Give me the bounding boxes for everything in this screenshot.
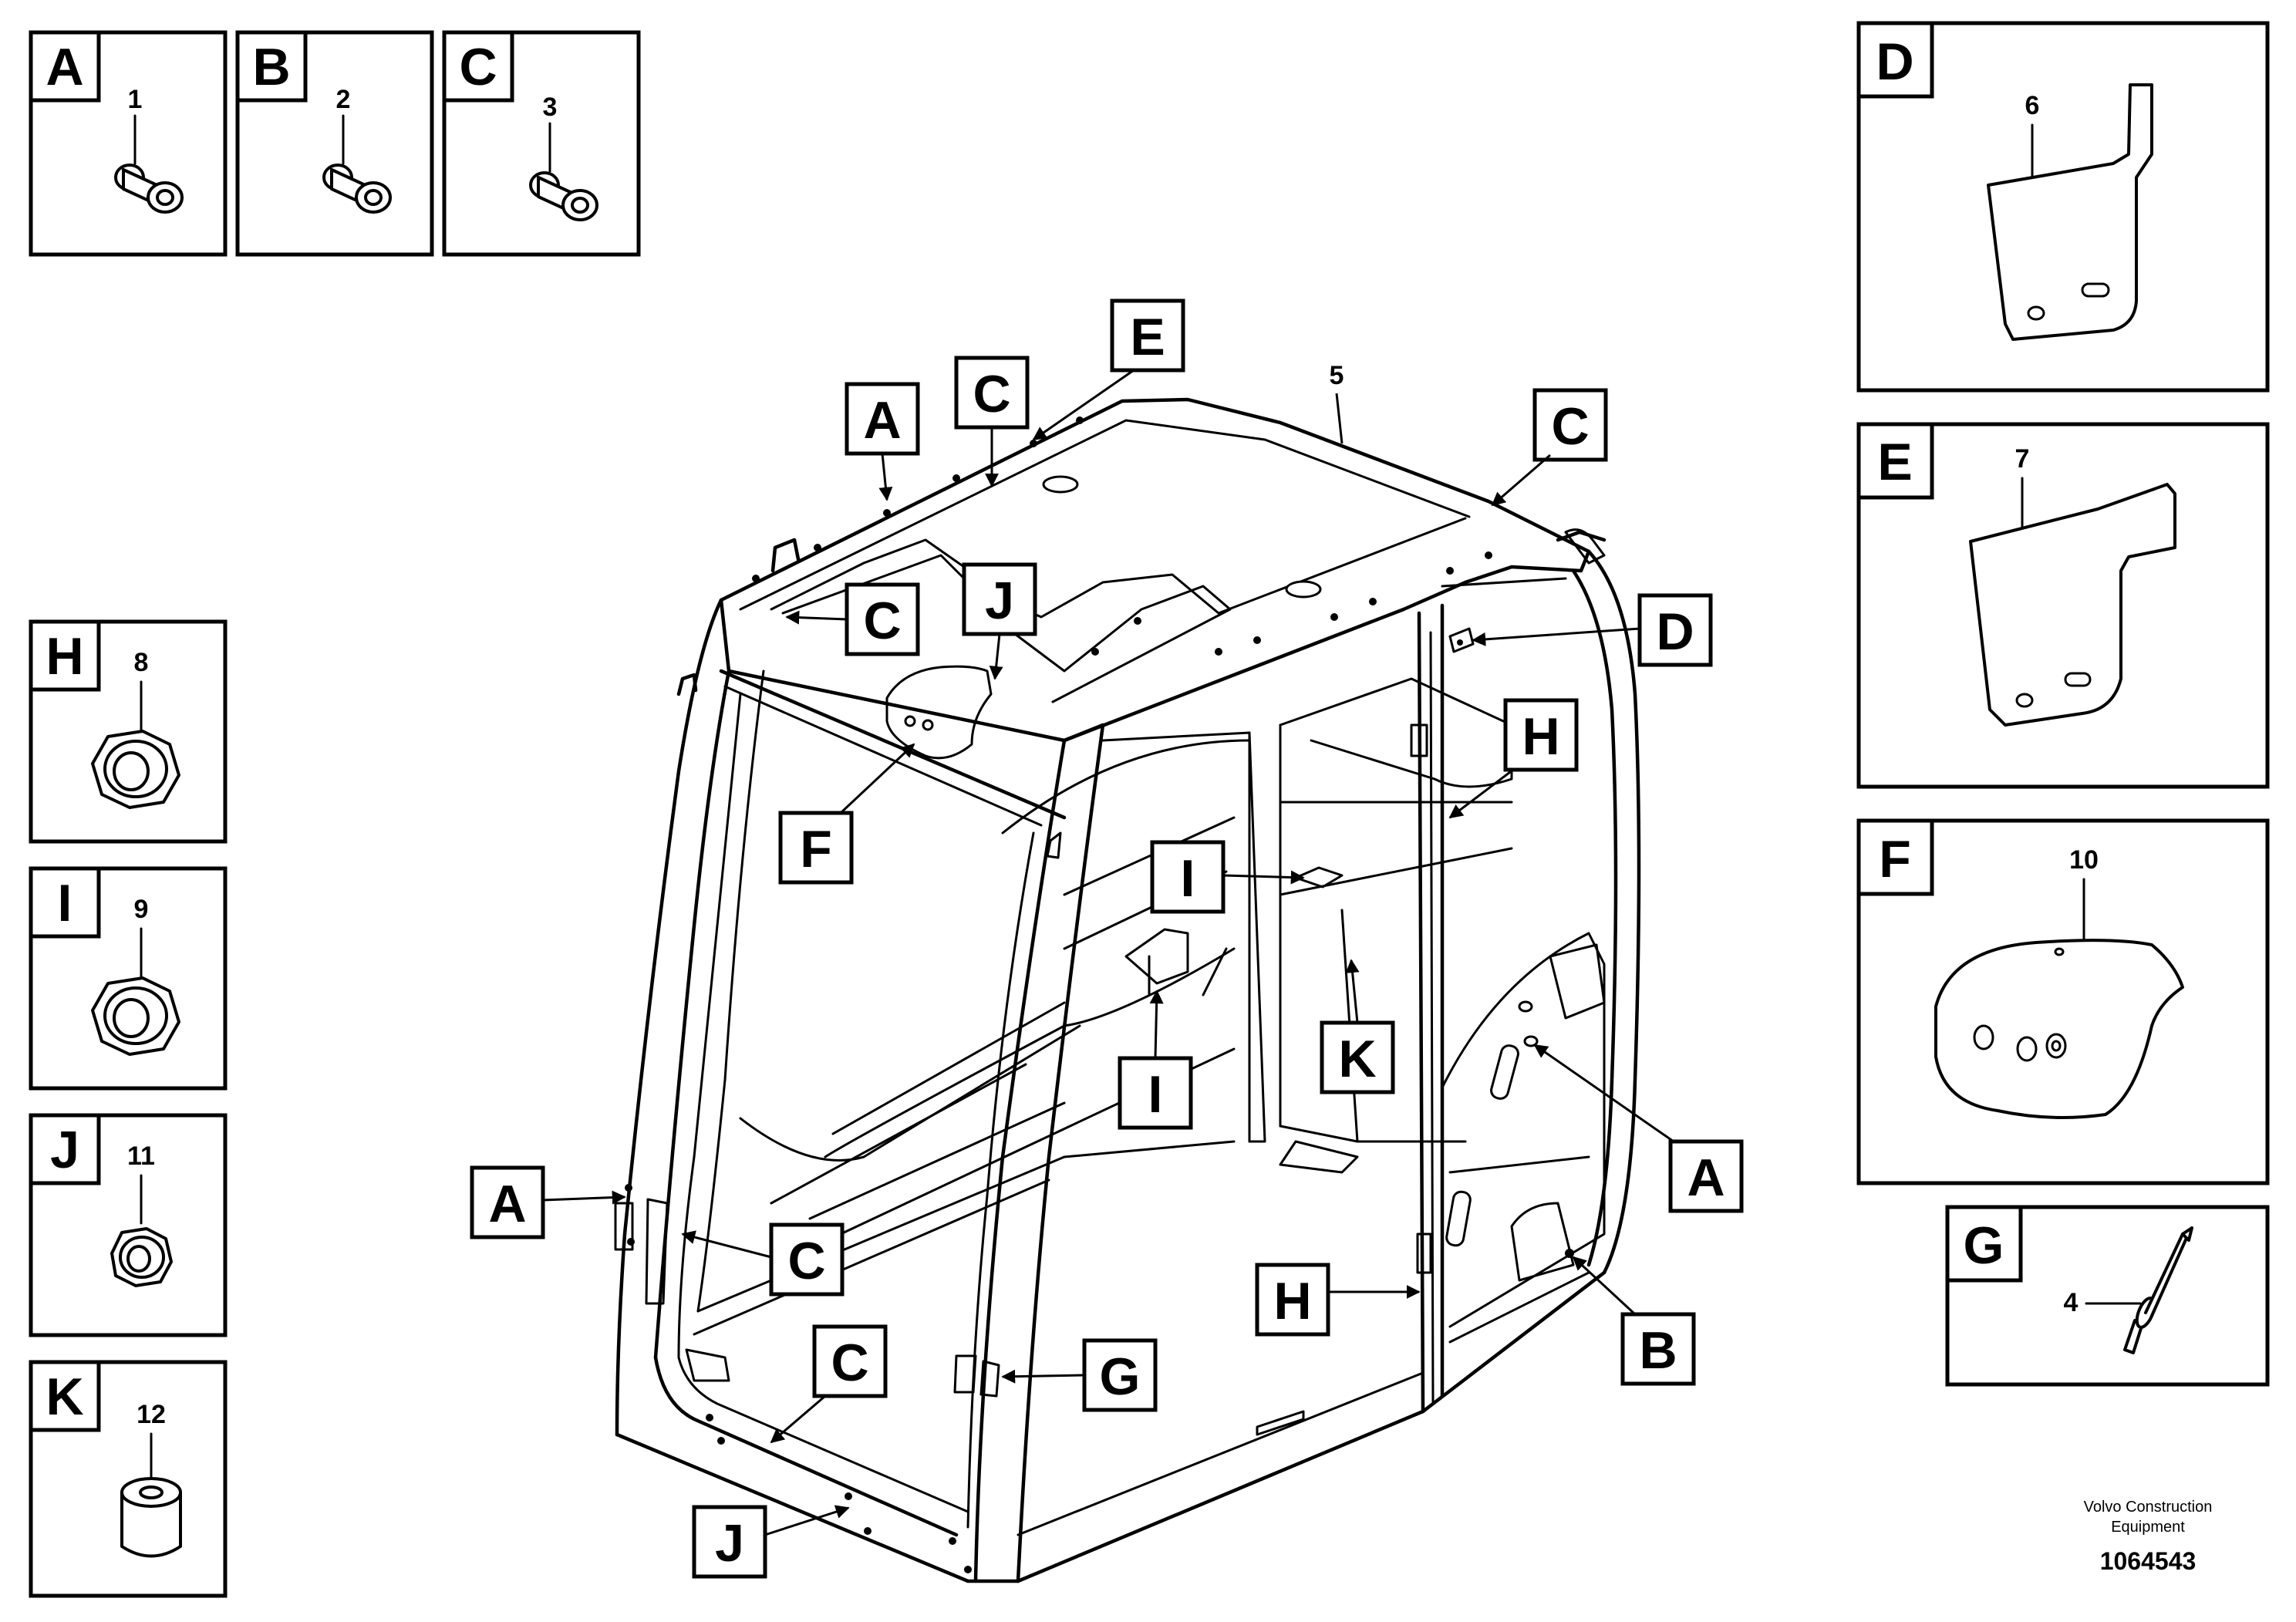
callout-j-sill: J (692, 1505, 850, 1579)
detail-letter: B (252, 38, 290, 96)
callout-h-upper: H (1448, 698, 1579, 819)
svg-text:H: H (1273, 1272, 1311, 1330)
callout-c-door: C (681, 1222, 845, 1297)
callout-d-rear: D (1472, 593, 1713, 667)
part-number: 4 (2064, 1288, 2079, 1317)
company-name-line2: Equipment (2111, 1519, 2185, 1536)
detail-letter: G (1964, 1216, 2004, 1275)
main-part-number: 5 (1330, 361, 1344, 390)
detail-box-g: G 4 (1945, 1205, 2270, 1387)
part-number: 8 (134, 648, 149, 677)
drawing-number: 1064543 (2100, 1547, 2197, 1575)
svg-text:E: E (1130, 308, 1165, 366)
detail-letter: A (46, 38, 83, 96)
angle-bracket-icon (1969, 483, 2176, 727)
callout-f-front: F (778, 743, 915, 885)
svg-text:I: I (1181, 849, 1195, 908)
svg-text:C: C (973, 365, 1010, 423)
svg-text:C: C (863, 592, 901, 650)
svg-text:C: C (1551, 397, 1589, 456)
svg-text:F: F (800, 820, 832, 878)
detail-box-d: D 6 (1856, 21, 2270, 393)
svg-text:A: A (488, 1175, 526, 1233)
svg-text:K: K (1338, 1030, 1376, 1088)
roof-fastener-dots (752, 416, 1492, 656)
svg-text:A: A (863, 391, 901, 450)
part-number: 2 (336, 85, 351, 114)
callout-c-header: C (785, 582, 920, 656)
cover-cap-icon (1934, 939, 2184, 1119)
callout-i-lower: I (1118, 990, 1193, 1130)
detail-box-e: E 7 (1856, 422, 2270, 789)
detail-box-j: J 11 (29, 1113, 228, 1337)
svg-text:J: J (985, 572, 1014, 630)
callout-a-roof: A (845, 382, 920, 501)
detail-letter: F (1879, 830, 1911, 889)
callout-e-roof: E (1032, 298, 1185, 441)
callout-c-roof: C (954, 356, 1030, 487)
part-number: 7 (2015, 444, 2030, 474)
callout-a-right: A (1533, 1044, 1744, 1213)
svg-text:C: C (831, 1334, 868, 1392)
svg-text:H: H (1522, 707, 1559, 766)
part-number: 9 (134, 895, 149, 924)
detail-letter: J (50, 1121, 79, 1179)
svg-text:G: G (1100, 1347, 1141, 1406)
cab-frame-drawing (614, 397, 1641, 1583)
detail-box-a: A 1 (29, 30, 228, 257)
callout-i-upper: I (1150, 840, 1305, 914)
detail-box-i: I 9 (29, 866, 228, 1091)
detail-box-c: C 3 (442, 30, 641, 257)
part-number: 3 (543, 93, 558, 122)
blind-rivet-icon (2123, 1226, 2193, 1354)
publisher-footer: Volvo Construction Equipment 1064543 (2084, 1499, 2213, 1575)
svg-text:I: I (1148, 1065, 1163, 1124)
detail-letter: H (46, 627, 83, 686)
detail-box-k: K 12 (29, 1360, 228, 1598)
blind-rivet-nut-icon (529, 171, 598, 221)
detail-box-f: F 10 (1856, 818, 2270, 1185)
company-name-line1: Volvo Construction (2084, 1499, 2213, 1516)
detail-letter: K (46, 1367, 83, 1426)
detail-letter: D (1876, 32, 1913, 91)
callout-c-roof-right: C (1491, 388, 1608, 507)
svg-text:J: J (715, 1514, 744, 1573)
svg-text:B: B (1639, 1321, 1677, 1380)
callout-h-lower: H (1255, 1263, 1421, 1337)
callout-g-hinge: G (1001, 1338, 1158, 1412)
callout-j-roof: J (962, 562, 1037, 680)
blind-rivet-nut-icon (114, 164, 184, 214)
svg-text:A: A (1687, 1148, 1725, 1207)
spacer-sleeve-icon (120, 1477, 182, 1558)
detail-letter: I (58, 874, 72, 932)
callout-c-sill: C (770, 1324, 888, 1444)
part-number: 6 (2025, 91, 2040, 120)
detail-letter: C (459, 38, 497, 96)
svg-text:C: C (787, 1232, 825, 1290)
hex-nut-small-icon (110, 1227, 173, 1287)
svg-text:D: D (1656, 602, 1694, 661)
callout-a-left: A (470, 1165, 626, 1239)
detail-box-b: B 2 (235, 30, 434, 257)
part-number: 11 (127, 1141, 155, 1171)
callout-k-rear-wall: K (1320, 959, 1395, 1094)
part-number: 12 (137, 1400, 166, 1429)
callout-b-rear: B (1572, 1256, 1696, 1386)
detail-letter: E (1877, 433, 1912, 491)
detail-box-h: H 8 (29, 619, 228, 844)
hex-nut-icon (91, 730, 180, 809)
hex-nut-icon (91, 976, 180, 1056)
mounting-bracket-icon (1987, 83, 2153, 341)
blind-rivet-nut-icon (322, 164, 392, 214)
part-number: 1 (128, 85, 143, 114)
part-number: 10 (2069, 845, 2099, 875)
